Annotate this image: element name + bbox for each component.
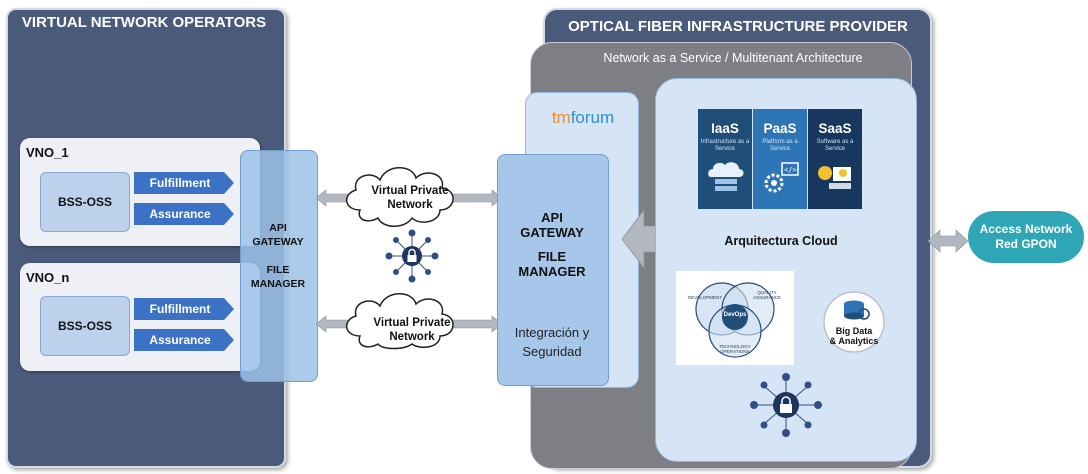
right-integration-label: Integración y Seguridad — [497, 323, 607, 361]
fulfillment-arrow-icon — [134, 298, 234, 320]
devops-quality-line1: QUALITY — [757, 290, 777, 295]
vno-n-arrows — [134, 298, 234, 351]
vno-1-fulfillment: Fulfillment — [149, 176, 211, 190]
middle-lock-network-icon — [385, 229, 439, 283]
right-api-gateway — [497, 154, 609, 386]
vno-1-arrows — [134, 172, 234, 225]
vpn-bottom-line2: Network — [389, 331, 435, 343]
vno-n-fulfillment: Fulfillment — [149, 302, 211, 316]
right-manager-label: MANAGER — [518, 264, 586, 279]
devops-development-label: DEVELOPMENT — [687, 295, 722, 300]
vno-n-label: VNO_n — [26, 270, 70, 285]
vpn-bottom-line1: Virtual Private — [373, 317, 451, 329]
iaas-tile: IaaS Infrastructure as a Service — [698, 109, 752, 209]
vno-title: VIRTUAL NETWORK OPERATORS — [21, 14, 267, 31]
access-network: Access Network Red GPON — [968, 211, 1084, 263]
left-api-gateway — [240, 150, 318, 382]
right-gateway-label: GATEWAY — [520, 225, 584, 240]
paas-sub: Platform as a Service — [762, 139, 798, 152]
devops-quality-line2: ASSURANCE — [752, 295, 781, 300]
vno-n-bss-oss: BSS-OSS — [40, 296, 130, 356]
svg-text:</>: </> — [784, 166, 797, 174]
vpn-top-cloud-icon — [346, 167, 454, 227]
access-network-line2: Red GPON — [995, 237, 1057, 251]
saas-tile: SaaS Software as a Service — [808, 109, 862, 209]
cloud-lock-network-icon — [750, 373, 822, 437]
cloud-architecture-label: Arquitectura Cloud — [724, 234, 838, 248]
vno-1-bss-oss: BSS-OSS — [40, 172, 130, 232]
tmforum-logo: tmforum — [538, 108, 628, 128]
saas-sub: Software as a Service — [816, 139, 854, 152]
vpn-top-line2: Network — [387, 199, 433, 211]
tmforum-logo-forum: forum — [570, 108, 615, 127]
left-manager-label: MANAGER — [250, 278, 306, 290]
big-data-label: Big Data & Analytics — [818, 326, 890, 346]
iaas-sub: Infrastructure as a Service — [700, 139, 750, 152]
left-api-label: API — [269, 222, 287, 234]
vpn-top-label: Virtual Private Network — [356, 184, 464, 212]
right-file-label: FILE — [537, 249, 567, 264]
vpn-bottom-cloud-icon — [346, 293, 454, 350]
vno-1-assurance: Assurance — [149, 207, 211, 221]
right-api-label: API — [541, 210, 563, 225]
devops-tech-label: TECHNOLOGY OPERATIONS — [712, 344, 758, 354]
devops-venn-icon — [695, 282, 775, 358]
access-double-arrow-icon — [928, 229, 968, 253]
gears-icon: </> — [764, 162, 799, 193]
left-file-label: FILE — [266, 264, 290, 276]
vno-1-label: VNO_1 — [26, 145, 69, 160]
naas-title: Network as a Service / Multitenant Archi… — [603, 51, 863, 65]
left-gateway-labels: API GATEWAY FILE MANAGER — [240, 221, 316, 291]
assurance-arrow-icon — [134, 329, 234, 351]
software-icon — [818, 166, 851, 189]
tmforum-logo-tm: tm — [551, 108, 571, 127]
devops-quality-label: QUALITY ASSURANCE — [744, 290, 790, 300]
server-icon — [708, 162, 744, 191]
iaas-name: IaaS — [711, 121, 739, 136]
big-data-line1: Big Data — [835, 326, 873, 336]
integration-line2: Seguridad — [522, 344, 582, 359]
vno-n-assurance: Assurance — [149, 333, 211, 347]
fulfillment-arrow-icon — [134, 172, 234, 194]
access-network-line1: Access Network — [979, 222, 1073, 236]
saas-name: SaaS — [818, 121, 852, 136]
vpn-top-line1: Virtual Private — [371, 185, 449, 197]
left-gateway-label: GATEWAY — [252, 236, 304, 248]
integration-line1: Integración y — [514, 325, 590, 340]
paas-name: PaaS — [763, 121, 797, 136]
devops-center-label: DevOps — [723, 312, 747, 318]
devops-tech-line2: OPERATIONS — [720, 349, 750, 354]
vpn-bottom-label: Virtual Private Network — [358, 316, 466, 344]
assurance-arrow-icon — [134, 203, 234, 225]
provider-title: OPTICAL FIBER INFRASTRUCTURE PROVIDER — [568, 18, 908, 35]
devops-tech-line1: TECHNOLOGY — [719, 344, 751, 349]
paas-tile: PaaS Platform as a Service </> — [753, 109, 807, 209]
right-gateway-labels: API GATEWAY FILE MANAGER — [497, 210, 607, 279]
vpn-connections — [316, 167, 502, 350]
big-data-icon — [823, 291, 885, 353]
big-data-line2: & Analytics — [829, 336, 879, 346]
